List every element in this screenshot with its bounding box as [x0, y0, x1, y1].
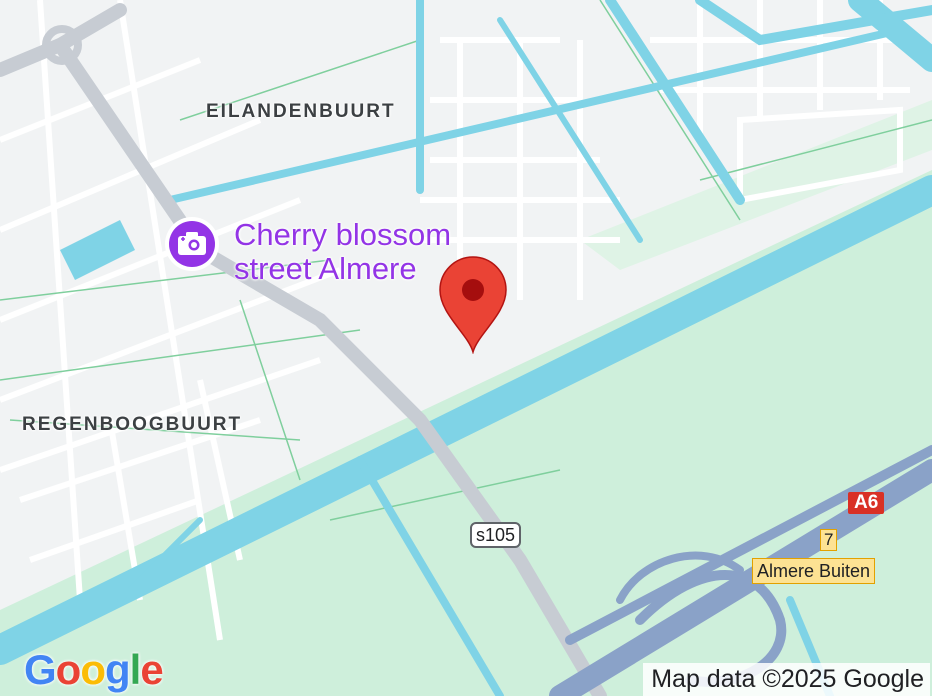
map-pin-icon	[439, 256, 507, 355]
poi-label-line1[interactable]: Cherry blossom	[234, 217, 452, 252]
highway-shield-a6: A6	[848, 492, 885, 514]
exit-number-badge: 7	[820, 529, 838, 551]
exit-name-badge: Almere Buiten	[752, 558, 876, 584]
area-label-eilandenbuurt: EILANDENBUURT	[206, 101, 396, 122]
poi-marker-cherry-blossom[interactable]	[162, 214, 222, 274]
map-attribution[interactable]: Map data ©2025 Google	[643, 663, 930, 696]
poi-label-line2[interactable]: street Almere	[234, 251, 417, 286]
camera-icon	[165, 217, 219, 271]
google-logo: Google	[24, 646, 164, 693]
area-label-regenboogbuurt: REGENBOOGBUURT	[22, 414, 243, 435]
location-marker[interactable]	[436, 254, 510, 355]
road-shield-s105: s105	[470, 522, 522, 548]
